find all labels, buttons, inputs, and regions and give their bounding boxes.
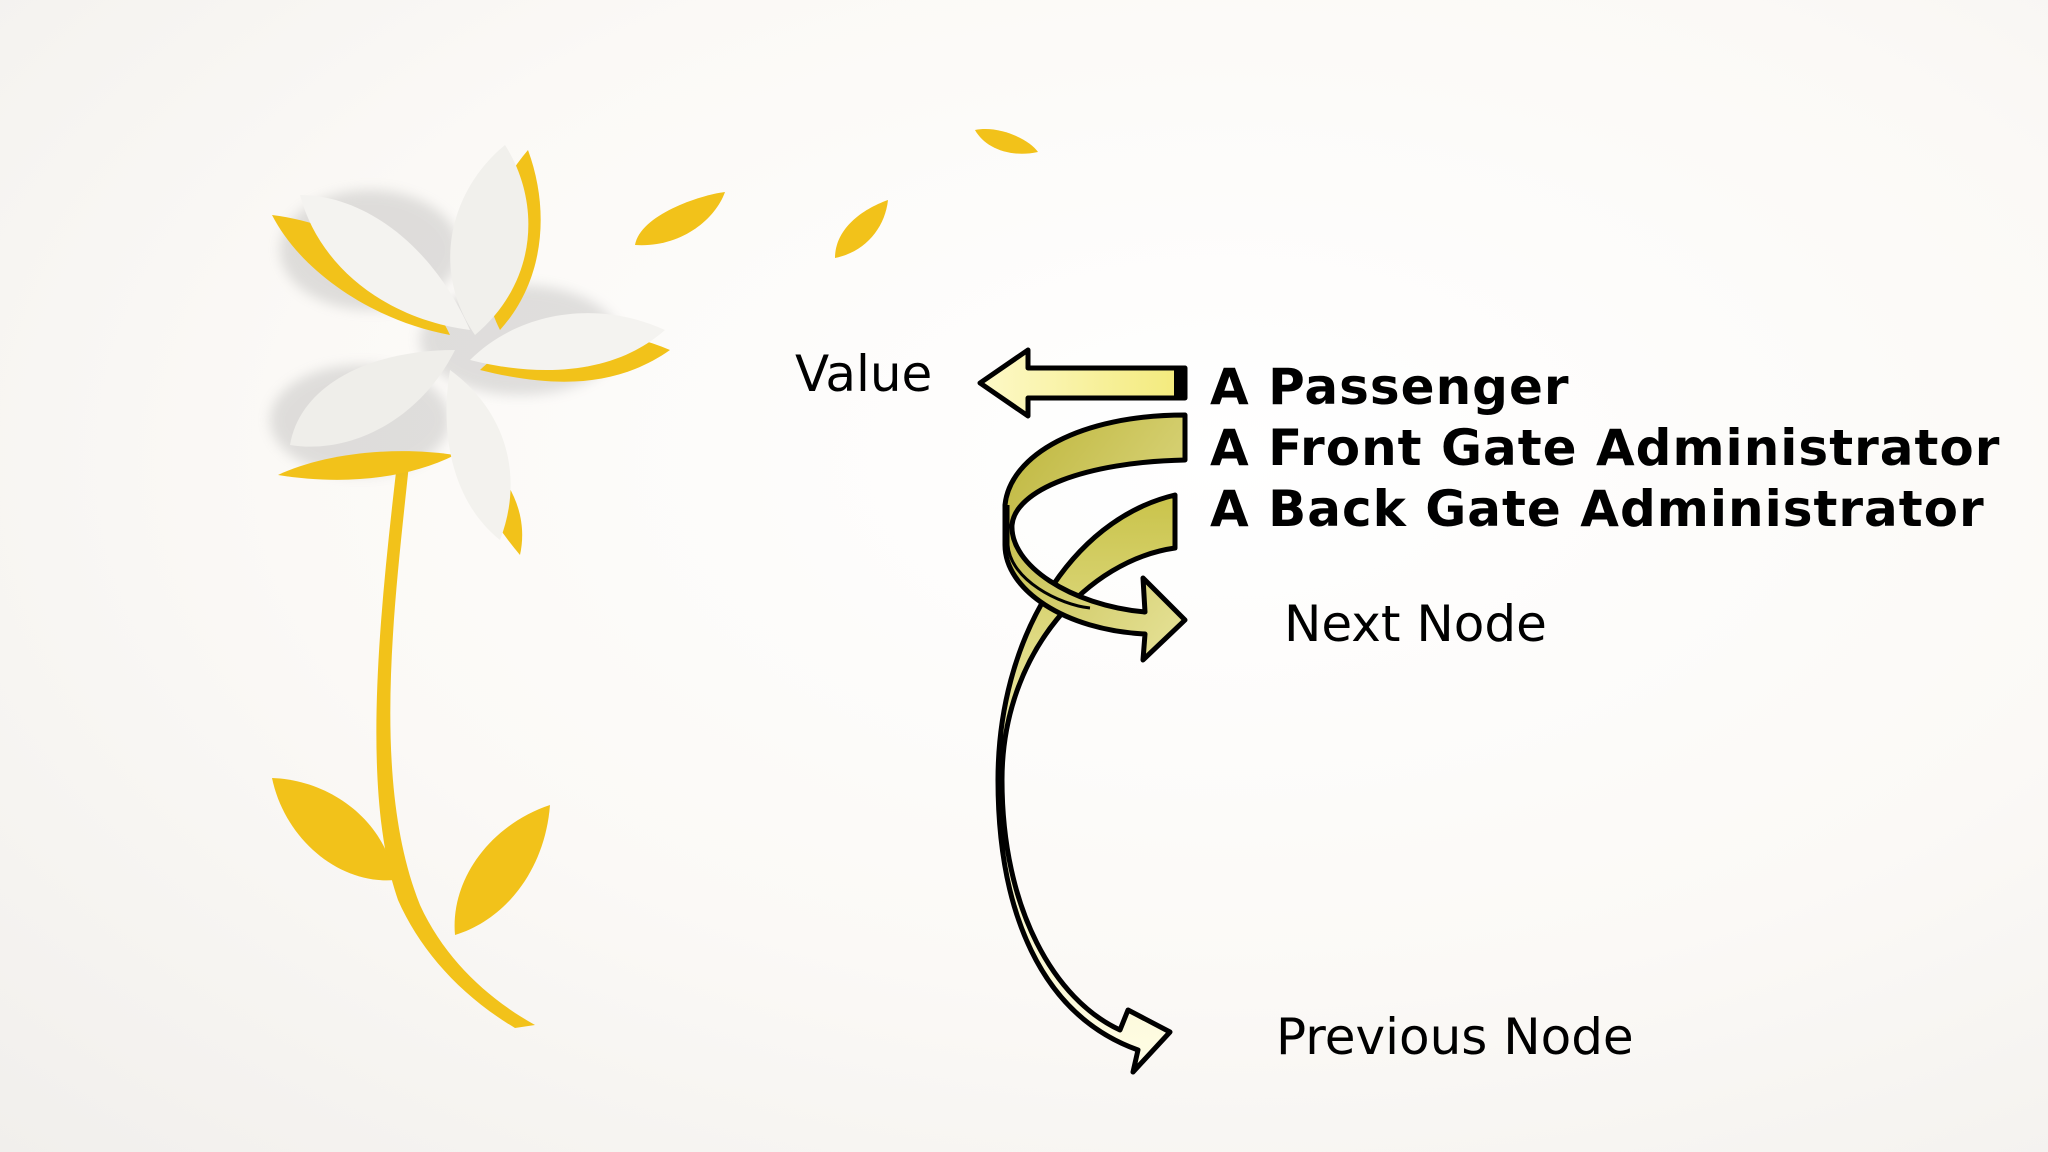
flying-petal-3 xyxy=(975,129,1038,154)
petal-1 xyxy=(300,195,470,330)
petal-2 xyxy=(450,145,529,335)
item-front-gate-administrator: A Front Gate Administrator xyxy=(1210,419,2001,477)
item-back-gate-administrator: A Back Gate Administrator xyxy=(1210,480,1985,538)
petal-4 xyxy=(290,350,455,447)
flying-petal-2 xyxy=(835,200,888,258)
flower-stem xyxy=(376,455,535,1028)
next-node-label: Next Node xyxy=(1284,595,1547,653)
petal-back-4 xyxy=(278,451,455,480)
next-node-arrow xyxy=(1002,412,1188,663)
previous-node-label: Previous Node xyxy=(1276,1008,1634,1066)
flower-illustration xyxy=(270,129,1038,1028)
item-passenger: A Passenger xyxy=(1210,358,1570,416)
petal-5 xyxy=(446,370,511,540)
value-label: Value xyxy=(795,345,933,403)
value-arrow xyxy=(977,347,1188,419)
flying-petal-1 xyxy=(635,192,725,246)
leaf-left xyxy=(272,778,395,881)
leaf-right xyxy=(454,805,550,935)
petal-3 xyxy=(470,313,665,370)
previous-node-arrow xyxy=(995,492,1178,1075)
